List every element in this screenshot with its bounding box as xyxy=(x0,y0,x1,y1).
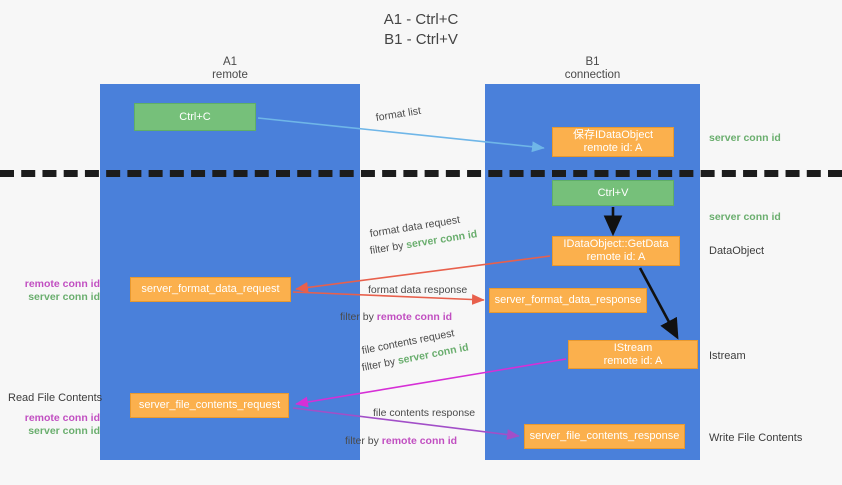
column-header-a1: A1 remote xyxy=(100,56,360,82)
filter-prefix: filter by xyxy=(360,355,400,374)
filter-prefix: filter by xyxy=(368,239,408,257)
box-ctrl-v[interactable]: Ctrl+V xyxy=(552,180,674,206)
box-server-format-data-request[interactable]: server_format_data_request xyxy=(130,277,291,302)
filter-key-remote-conn-id: remote conn id xyxy=(381,435,458,447)
box-server-format-data-response[interactable]: server_format_data_response xyxy=(489,288,647,313)
box-idataobject-create-line2: remote id: A xyxy=(583,142,643,154)
edge-label-file-contents-response-filter: filter by remote conn id xyxy=(345,435,475,448)
side-label-istream: Istream xyxy=(709,350,746,362)
box-idataobject-getdata[interactable]: IDataObject::GetData remote id: A xyxy=(552,236,680,266)
box-idataobject-create[interactable]: 保存IDataObject remote id: A xyxy=(552,127,674,157)
left-label-group-file: remote conn id server conn id xyxy=(8,412,100,438)
filter-prefix: filter by xyxy=(340,311,377,323)
box-server-format-data-request-label: server_format_data_request xyxy=(141,283,280,295)
edge-label-format-data-response-filter: filter by remote conn id xyxy=(340,311,467,324)
box-istream-line2: remote id: A xyxy=(603,354,663,367)
filter-key-remote-conn-id: remote conn id xyxy=(376,311,453,323)
left-label-read-file-contents: Read File Contents xyxy=(8,392,103,404)
filter-prefix: filter by xyxy=(345,435,382,447)
side-label-server-conn-id-mid: server conn id xyxy=(709,211,781,223)
left-label-remote-conn-id-b: remote conn id xyxy=(24,412,100,424)
box-idataobject-create-line1: 保存IDataObject xyxy=(572,129,654,141)
left-label-remote-conn-id-a: remote conn id xyxy=(24,278,100,290)
column-b1-name: B1 xyxy=(585,56,600,68)
box-idataobject-getdata-line2: remote id: A xyxy=(586,251,646,263)
box-idataobject-getdata-line1: IDataObject::GetData xyxy=(563,238,669,250)
edge-label-format-data-request: format data request filter by server con… xyxy=(368,214,479,258)
box-istream-line1: IStream xyxy=(613,341,653,354)
column-a1-role: remote xyxy=(212,69,248,81)
title-line-2: B1 - Ctrl+V xyxy=(384,31,458,48)
edge-label-format-list: format list xyxy=(374,104,422,124)
edge-label-format-data-response-text: format data response xyxy=(368,284,468,296)
column-b1-role: connection xyxy=(564,69,621,81)
side-label-write-file-contents: Write File Contents xyxy=(709,432,803,444)
box-server-file-contents-response-label: server_file_contents_response xyxy=(529,430,680,442)
box-server-file-contents-response[interactable]: server_file_contents_response xyxy=(524,424,685,449)
left-label-group-format: remote conn id server conn id xyxy=(8,278,100,304)
box-server-file-contents-request-label: server_file_contents_request xyxy=(138,399,281,411)
diagram-title: A1 - Ctrl+C B1 - Ctrl+V xyxy=(0,10,842,50)
edge-label-file-contents-response: file contents response filter by remote … xyxy=(345,407,476,448)
left-label-server-conn-id-b: server conn id xyxy=(28,425,100,437)
edge-label-format-data-response: format data response filter by remote co… xyxy=(340,284,467,324)
box-istream[interactable]: IStream remote id: A xyxy=(568,340,698,369)
edge-label-file-contents-response-text: file contents response xyxy=(373,407,476,419)
box-server-format-data-response-label: server_format_data_response xyxy=(494,294,642,306)
column-header-b1: B1 connection xyxy=(485,56,700,82)
side-label-dataobject: DataObject xyxy=(709,245,765,257)
side-label-server-conn-id-top: server conn id xyxy=(709,132,781,144)
divider-dashed-line xyxy=(0,170,842,177)
edge-label-file-contents-request: file contents request filter by server c… xyxy=(360,327,471,375)
box-server-file-contents-request[interactable]: server_file_contents_request xyxy=(130,393,289,418)
column-a1-name: A1 xyxy=(222,56,238,68)
box-ctrl-c[interactable]: Ctrl+C xyxy=(134,103,256,131)
title-line-1: A1 - Ctrl+C xyxy=(383,11,459,28)
left-label-server-conn-id-a: server conn id xyxy=(28,291,100,303)
box-ctrl-c-label: Ctrl+C xyxy=(179,110,211,123)
box-ctrl-v-label: Ctrl+V xyxy=(597,186,629,199)
